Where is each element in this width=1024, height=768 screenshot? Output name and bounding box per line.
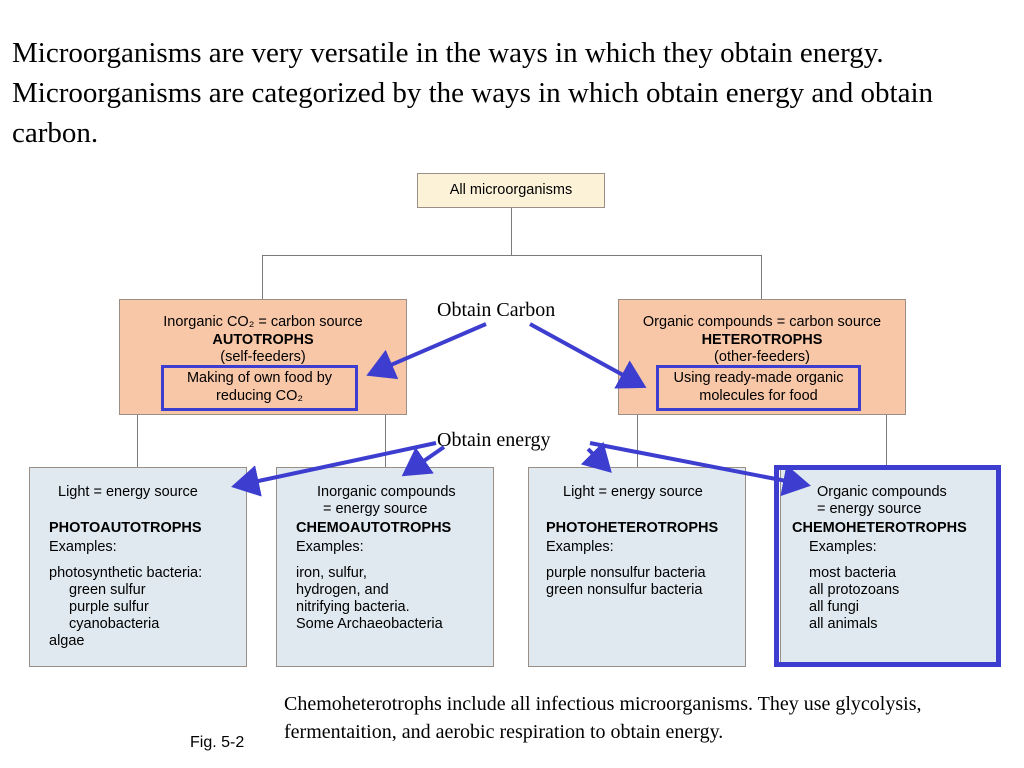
heterotrophs-highlight-line2: molecules for food [699, 387, 818, 404]
photoautotrophs-example: cyanobacteria [69, 616, 160, 632]
connector-to-autotrophs [262, 255, 264, 299]
chemoautotrophs-example: nitrifying bacteria. [296, 599, 410, 615]
obtain-carbon-label: Obtain Carbon [437, 299, 556, 321]
photoautotrophs-title: PHOTOAUTOTROPHS [49, 520, 202, 536]
connector-to-heterotrophs [761, 255, 763, 299]
connector-auto-right [385, 415, 387, 467]
autotrophs-box: Inorganic CO₂ = carbon source AUTOTROPHS… [119, 299, 407, 415]
caption-text: Chemoheterotrophs include all infectious… [284, 693, 922, 743]
chemoautotrophs-example: iron, sulfur, [296, 565, 367, 581]
autotrophs-highlight: Making of own food by reducing CO₂ [161, 365, 358, 411]
chemoautotrophs-energy-line1: Inorganic compounds [317, 484, 456, 500]
photoheterotrophs-example: green nonsulfur bacteria [546, 582, 703, 598]
photoheterotrophs-box: Light = energy source PHOTOHETEROTROPHS … [528, 467, 746, 667]
autotrophs-highlight-line2: reducing CO₂ [215, 387, 304, 404]
chemoheterotrophs-box: Organic compounds = energy source CHEMOH… [780, 467, 998, 667]
chemoheterotrophs-example: all protozoans [809, 582, 900, 598]
photoautotrophs-example: green sulfur [69, 582, 146, 598]
autotrophs-carbon-line: Inorganic CO₂ = carbon source [163, 314, 363, 330]
photoautotrophs-example: photosynthetic bacteria: [49, 565, 203, 581]
chemoheterotrophs-example: all fungi [809, 599, 859, 615]
arrow-energy-to-chemoheterotrophs [589, 441, 811, 497]
obtain-energy-label: Obtain energy [437, 429, 555, 452]
photoautotrophs-example: algae [49, 633, 85, 649]
figure-label: Fig. 5-2 [190, 734, 245, 751]
chemoautotrophs-box: Inorganic compounds = energy source CHEM… [276, 467, 494, 667]
heterotrophs-highlight: Using ready-made organic molecules for f… [656, 365, 861, 411]
photoautotrophs-box: Light = energy source PHOTOAUTOTROPHS Ex… [29, 467, 247, 667]
chemoautotrophs-title: CHEMOAUTOTROPHS [296, 520, 452, 536]
photoheterotrophs-examples-label: Examples: [546, 539, 614, 555]
heterotrophs-highlight-line1: Using ready-made organic [673, 370, 844, 386]
connector-auto-left [137, 415, 139, 467]
heterotrophs-title: HETEROTROPHS [701, 331, 823, 348]
photoautotrophs-examples-label: Examples: [49, 539, 117, 555]
chemoautotrophs-examples-label: Examples: [296, 539, 364, 555]
autotrophs-subtitle: (self-feeders) [220, 349, 306, 365]
arrow-energy-to-photoautotrophs [231, 441, 437, 497]
arrow-carbon-to-heterotrophs [529, 322, 647, 389]
connector-hetero-right [886, 415, 888, 467]
arrow-energy-to-chemoautotrophs [401, 445, 446, 477]
autotrophs-highlight-line1: Making of own food by [186, 370, 333, 386]
heterotrophs-carbon-line: Organic compounds = carbon source [642, 314, 882, 330]
chemoheterotrophs-highlight-frame [774, 465, 1001, 667]
chemoheterotrophs-examples-label: Examples: [809, 539, 877, 555]
chemoheterotrophs-title: CHEMOHETEROTROPHS [792, 520, 967, 536]
chemoautotrophs-energy-line2: = energy source [323, 501, 428, 517]
arrow-energy-to-photoheterotrophs [580, 441, 612, 473]
arrow-carbon-to-autotrophs [366, 322, 487, 380]
chemoheterotrophs-example: all animals [809, 616, 878, 632]
heterotrophs-subtitle: (other-feeders) [714, 349, 810, 365]
photoheterotrophs-energy: Light = energy source [563, 484, 703, 500]
photoheterotrophs-example: purple nonsulfur bacteria [546, 565, 706, 581]
photoautotrophs-example: purple sulfur [69, 599, 149, 615]
intro-text: Microorganisms are very versatile in the… [12, 37, 934, 149]
chemoheterotrophs-energy-line1: Organic compounds [817, 484, 947, 500]
chemoautotrophs-example: hydrogen, and [296, 582, 389, 598]
chemoautotrophs-example: Some Archaeobacteria [296, 616, 443, 632]
autotrophs-title: AUTOTROPHS [212, 331, 314, 348]
connector-hetero-left [637, 415, 639, 467]
connector-root-down [511, 208, 513, 255]
chemoheterotrophs-example: most bacteria [809, 565, 897, 581]
photoautotrophs-energy: Light = energy source [58, 484, 198, 500]
photoheterotrophs-title: PHOTOHETEROTROPHS [546, 520, 719, 536]
root-box: All microorganisms [417, 173, 605, 208]
connector-top-horizontal [262, 255, 762, 257]
chemoheterotrophs-energy-line2: = energy source [817, 501, 922, 517]
